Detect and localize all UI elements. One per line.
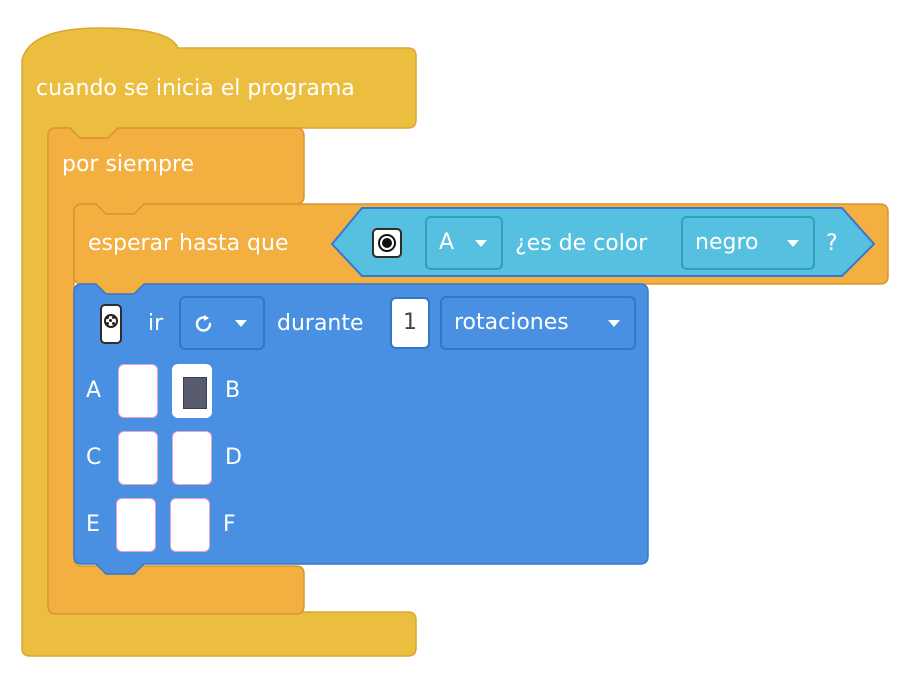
color-question-text: ¿es de color bbox=[515, 231, 648, 256]
color-value-dropdown[interactable]: negro bbox=[681, 216, 815, 270]
event-block-label: cuando se inicia el programa bbox=[36, 76, 355, 101]
port-c-checkbox[interactable] bbox=[118, 431, 158, 485]
chevron-down-icon bbox=[608, 320, 620, 327]
sensor-port-value: A bbox=[439, 230, 455, 255]
port-label-a: A bbox=[86, 378, 102, 403]
port-f-checkbox[interactable] bbox=[170, 498, 210, 552]
clockwise-icon bbox=[195, 315, 212, 332]
port-a-checkbox[interactable] bbox=[118, 364, 158, 418]
color-sensor-icon bbox=[372, 228, 402, 258]
color-value-text: negro bbox=[695, 230, 759, 255]
amount-input[interactable]: 1 bbox=[390, 297, 430, 349]
chevron-down-icon bbox=[475, 240, 487, 247]
port-label-e: E bbox=[86, 512, 100, 537]
sensor-port-dropdown[interactable]: A bbox=[425, 216, 503, 270]
port-label-b: B bbox=[225, 378, 241, 403]
unit-dropdown[interactable]: rotaciones bbox=[440, 296, 636, 350]
during-label: durante bbox=[277, 311, 364, 336]
port-e-checkbox[interactable] bbox=[116, 498, 156, 552]
unit-value: rotaciones bbox=[454, 310, 569, 335]
port-b-checkbox[interactable] bbox=[172, 364, 212, 418]
port-label-d: D bbox=[225, 445, 242, 470]
chevron-down-icon bbox=[235, 320, 247, 327]
port-d-checkbox[interactable] bbox=[172, 431, 212, 485]
question-mark: ? bbox=[826, 231, 838, 256]
forever-block-label: por siempre bbox=[62, 152, 195, 177]
port-label-f: F bbox=[223, 512, 236, 537]
chevron-down-icon bbox=[787, 240, 799, 247]
motor-go-label: ir bbox=[148, 311, 164, 336]
motor-block-shape[interactable] bbox=[73, 283, 649, 575]
motor-pair-icon bbox=[100, 304, 122, 344]
port-label-c: C bbox=[86, 445, 102, 470]
direction-dropdown[interactable] bbox=[179, 296, 265, 350]
wait-block-label: esperar hasta que bbox=[88, 231, 289, 256]
